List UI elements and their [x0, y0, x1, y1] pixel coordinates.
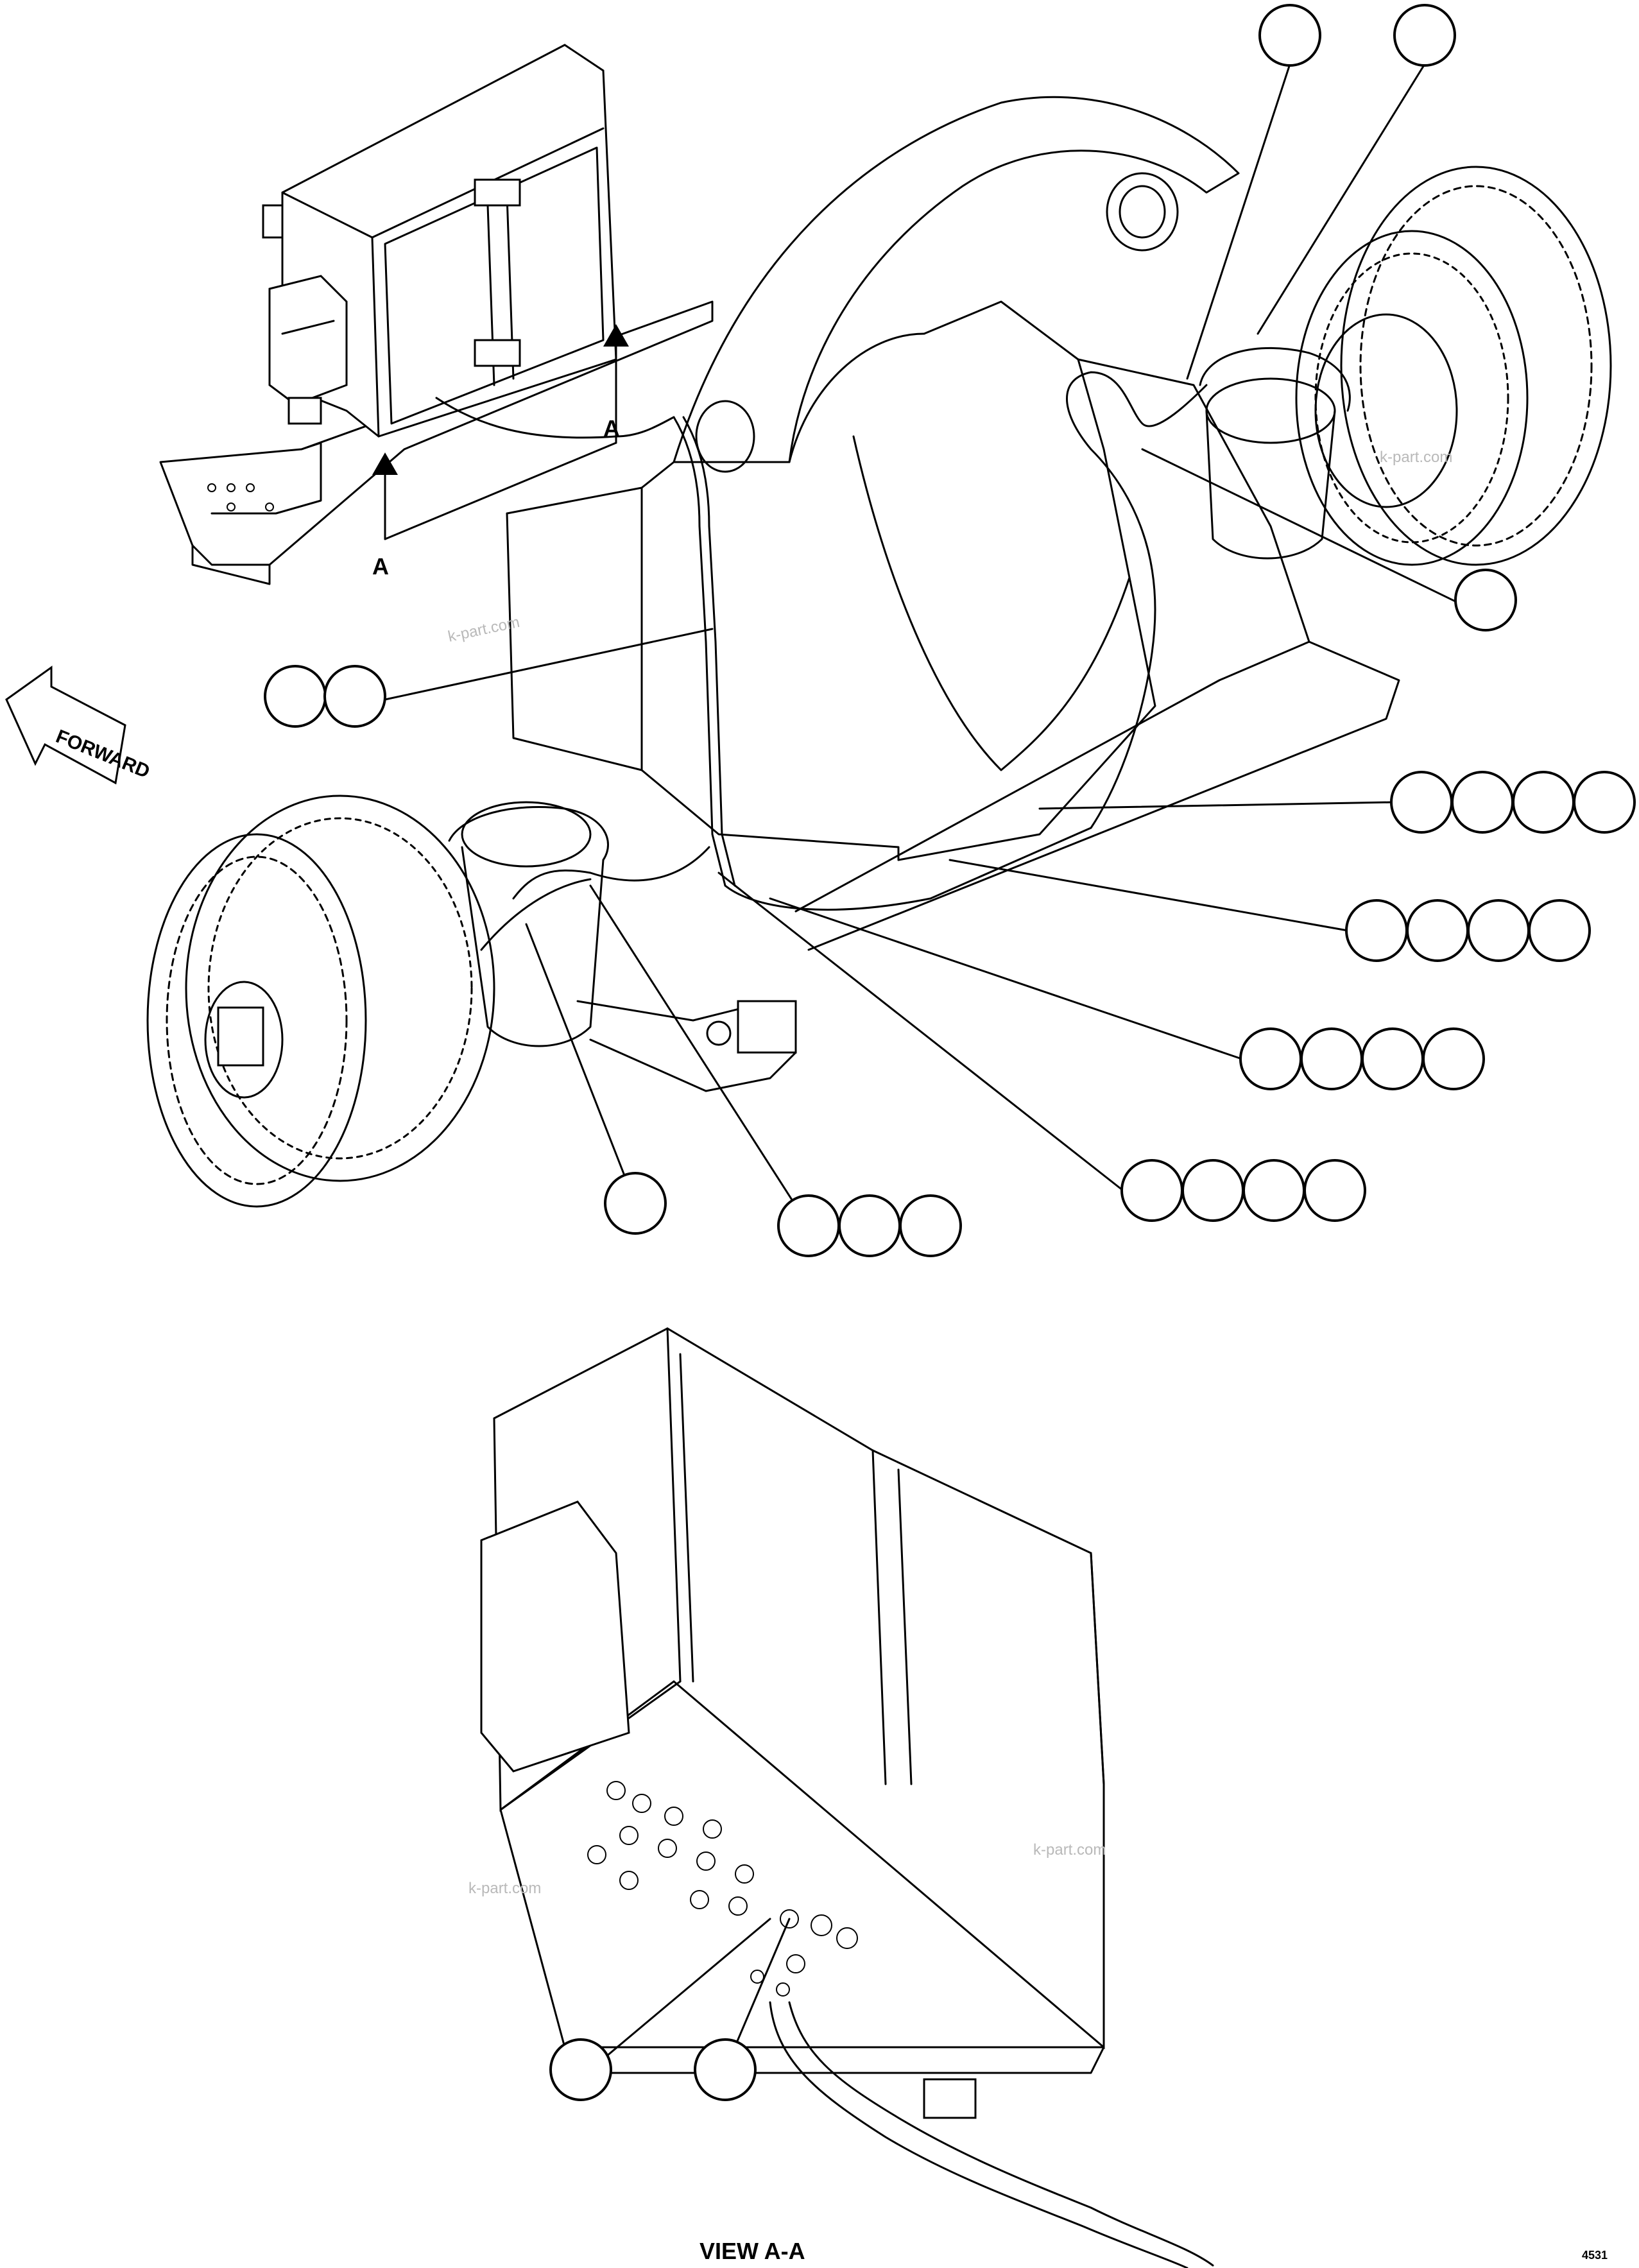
callout-bubble	[1345, 899, 1408, 962]
callout-right-row-3	[1239, 1027, 1485, 1090]
callout-bubble	[694, 2038, 757, 2101]
callout-right-row-2	[1345, 899, 1591, 962]
callout-bubble	[1573, 771, 1636, 834]
leader-lines	[384, 63, 1487, 2071]
callout-mid-left-pair	[264, 665, 386, 728]
callout-bubble	[1303, 1159, 1366, 1222]
callout-bubble	[1181, 1159, 1244, 1222]
hose-routing	[435, 371, 1208, 951]
view-mark-a-left: A	[372, 553, 389, 580]
left-wheel-assembly	[146, 795, 797, 1208]
callout-bubble	[323, 665, 386, 728]
callout-bubble	[1361, 1027, 1424, 1090]
corner-code: 4531	[1582, 2249, 1608, 2262]
callout-bubble	[1451, 771, 1514, 834]
callout-bubble	[838, 1194, 901, 1257]
callout-bottom-single	[604, 1172, 667, 1235]
bottom-ports	[587, 1781, 858, 1997]
callout-bubble	[899, 1194, 962, 1257]
forward-arrow: FORWARD	[5, 666, 153, 785]
callout-right-row-4	[1120, 1159, 1366, 1222]
callout-bubble	[1239, 1027, 1302, 1090]
right-wheel-assembly	[1199, 166, 1612, 566]
callout-view-pair	[549, 2038, 757, 2101]
callout-bubble	[549, 2038, 612, 2101]
view-aa-tank	[480, 1327, 1214, 2268]
callout-bubble	[1467, 899, 1530, 962]
callout-bottom-triple	[777, 1194, 962, 1257]
callout-bubble	[777, 1194, 840, 1257]
callout-bubble	[1242, 1159, 1305, 1222]
callout-bubble	[1300, 1027, 1363, 1090]
callout-right-single	[1454, 569, 1517, 631]
watermark-4: k-part.com	[1033, 1841, 1106, 1859]
watermark-3: k-part.com	[468, 1880, 541, 1897]
main-frame	[506, 96, 1400, 951]
callout-bubble	[1258, 4, 1321, 67]
callout-bubble	[1528, 899, 1591, 962]
view-arrow-right-head	[603, 324, 629, 347]
callout-bubble	[1393, 4, 1456, 67]
callout-bubble	[264, 665, 327, 728]
callout-bubble	[1512, 771, 1575, 834]
callout-upper-right	[1258, 4, 1456, 67]
callout-bubble	[604, 1172, 667, 1235]
callout-bubble	[1454, 569, 1517, 631]
view-arrow-left-head	[372, 452, 398, 475]
callout-bubble	[1120, 1159, 1183, 1222]
callout-bubble	[1406, 899, 1469, 962]
callout-right-row-1	[1390, 771, 1636, 834]
callout-bubble	[1422, 1027, 1485, 1090]
callout-bubble	[1390, 771, 1453, 834]
electrical-enclosure	[262, 44, 617, 438]
view-caption: VIEW A-A	[699, 2238, 805, 2264]
watermark-2: k-part.com	[1380, 449, 1452, 466]
